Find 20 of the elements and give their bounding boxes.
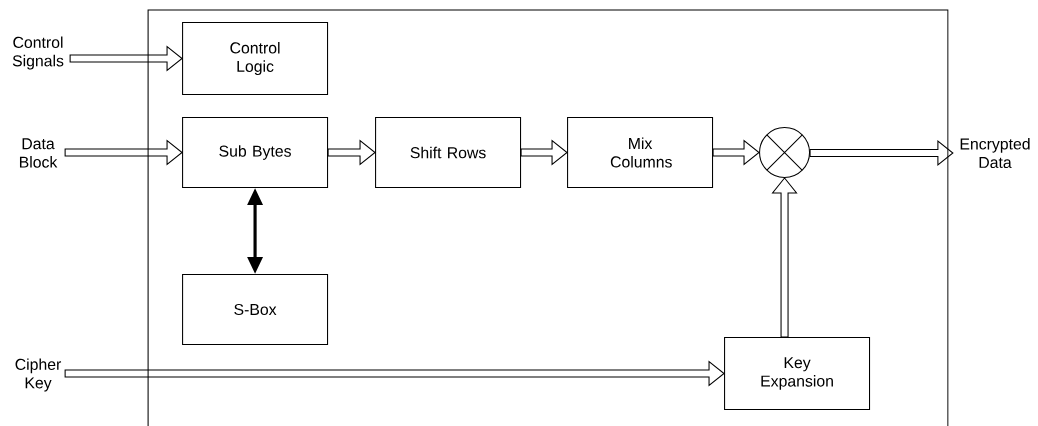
signal-label: Data Block: [20, 138, 58, 168]
block-arrow: [64, 139, 183, 166]
signal-label: Encrypted Data: [960, 137, 1030, 169]
combiner-circle: [759, 127, 811, 179]
block-arrow: [64, 360, 725, 387]
block-arrow: [69, 45, 183, 72]
process-box: S-Box: [182, 274, 329, 346]
process-box: Mix Columns: [567, 117, 714, 189]
block-arrow: [809, 139, 954, 167]
process-box: Control Logic: [182, 22, 329, 96]
block-arrow: [771, 177, 798, 338]
process-box: Key Expansion: [724, 337, 871, 411]
signal-label: Control Signals: [12, 36, 64, 70]
process-box: Shift Rows: [375, 117, 522, 189]
block-arrow: [327, 139, 376, 166]
block-arrow: [520, 139, 568, 166]
process-box: Sub Bytes: [182, 117, 329, 189]
signal-label: Cipher Key: [15, 358, 62, 392]
module-frame: [147, 9, 949, 426]
block-arrow: [712, 139, 760, 166]
